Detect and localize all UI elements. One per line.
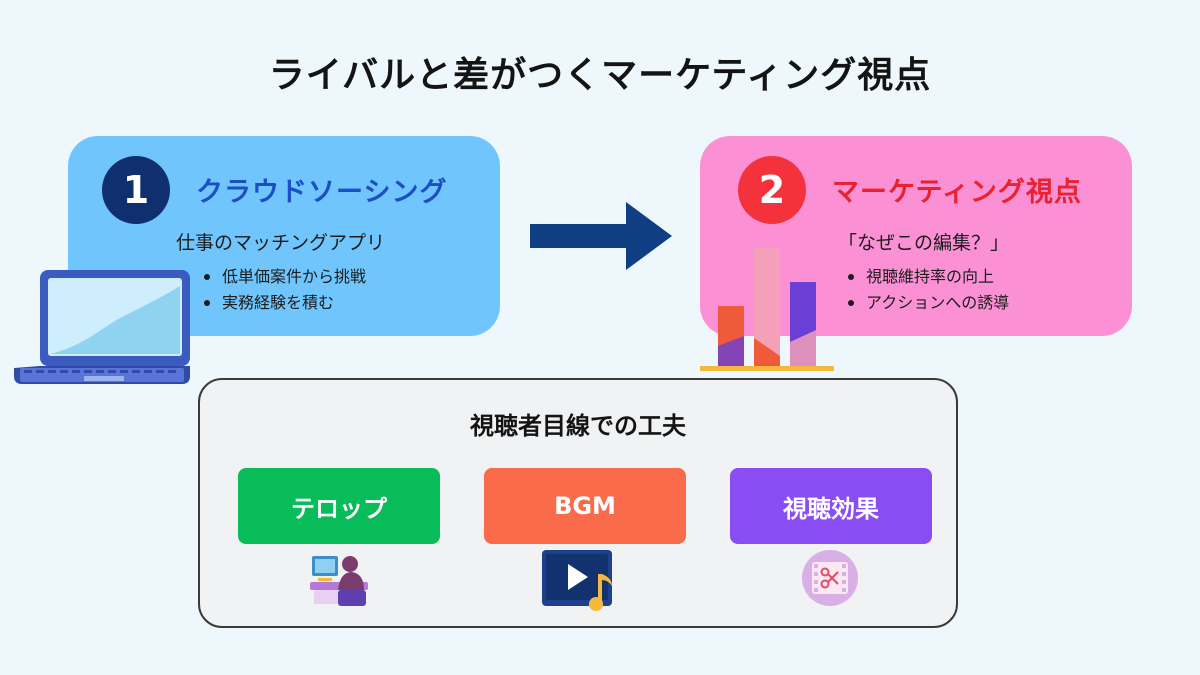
video-cut-icon [802, 550, 858, 606]
telop-label: テロップ [238, 468, 440, 544]
bullet-item: アクションへの誘導 [846, 290, 1009, 316]
marketing-heading: マーケティング視点 [832, 177, 1082, 208]
marketing-bullets: 視聴維持率の向上 アクションへの誘導 [846, 264, 1009, 316]
step-number-2: 2 [738, 156, 806, 224]
bullet-item: 低単価案件から挑戦 [202, 264, 366, 290]
bullet-item: 視聴維持率の向上 [846, 264, 1009, 290]
sound-effect-label: 視聴効果 [730, 468, 932, 544]
bgm-label: BGM [484, 468, 686, 544]
bar-chart-icon [700, 248, 834, 371]
editor-person-icon [310, 556, 368, 606]
crowdsourcing-subtitle: 仕事のマッチングアプリ [176, 232, 386, 254]
marketing-subtitle: 「なぜこの編集？」 [838, 232, 1010, 254]
page-title: ライバルと差がつくマーケティング視点 [268, 55, 932, 96]
step-number-1: 1 [102, 156, 170, 224]
bullet-item: 実務経験を積む [202, 290, 366, 316]
laptop-icon [14, 270, 190, 384]
music-player-icon [542, 550, 612, 611]
crowdsourcing-bullets: 低単価案件から挑戦 実務経験を積む [202, 264, 366, 316]
crowdsourcing-heading: クラウドソーシング [196, 177, 448, 208]
viewer-perspective-title: 視聴者目線での工夫 [470, 412, 686, 440]
viewer-perspective-box: 視聴者目線での工夫 テロップ BGM 視聴効果 [198, 378, 958, 628]
arrow-right-icon [530, 202, 672, 270]
